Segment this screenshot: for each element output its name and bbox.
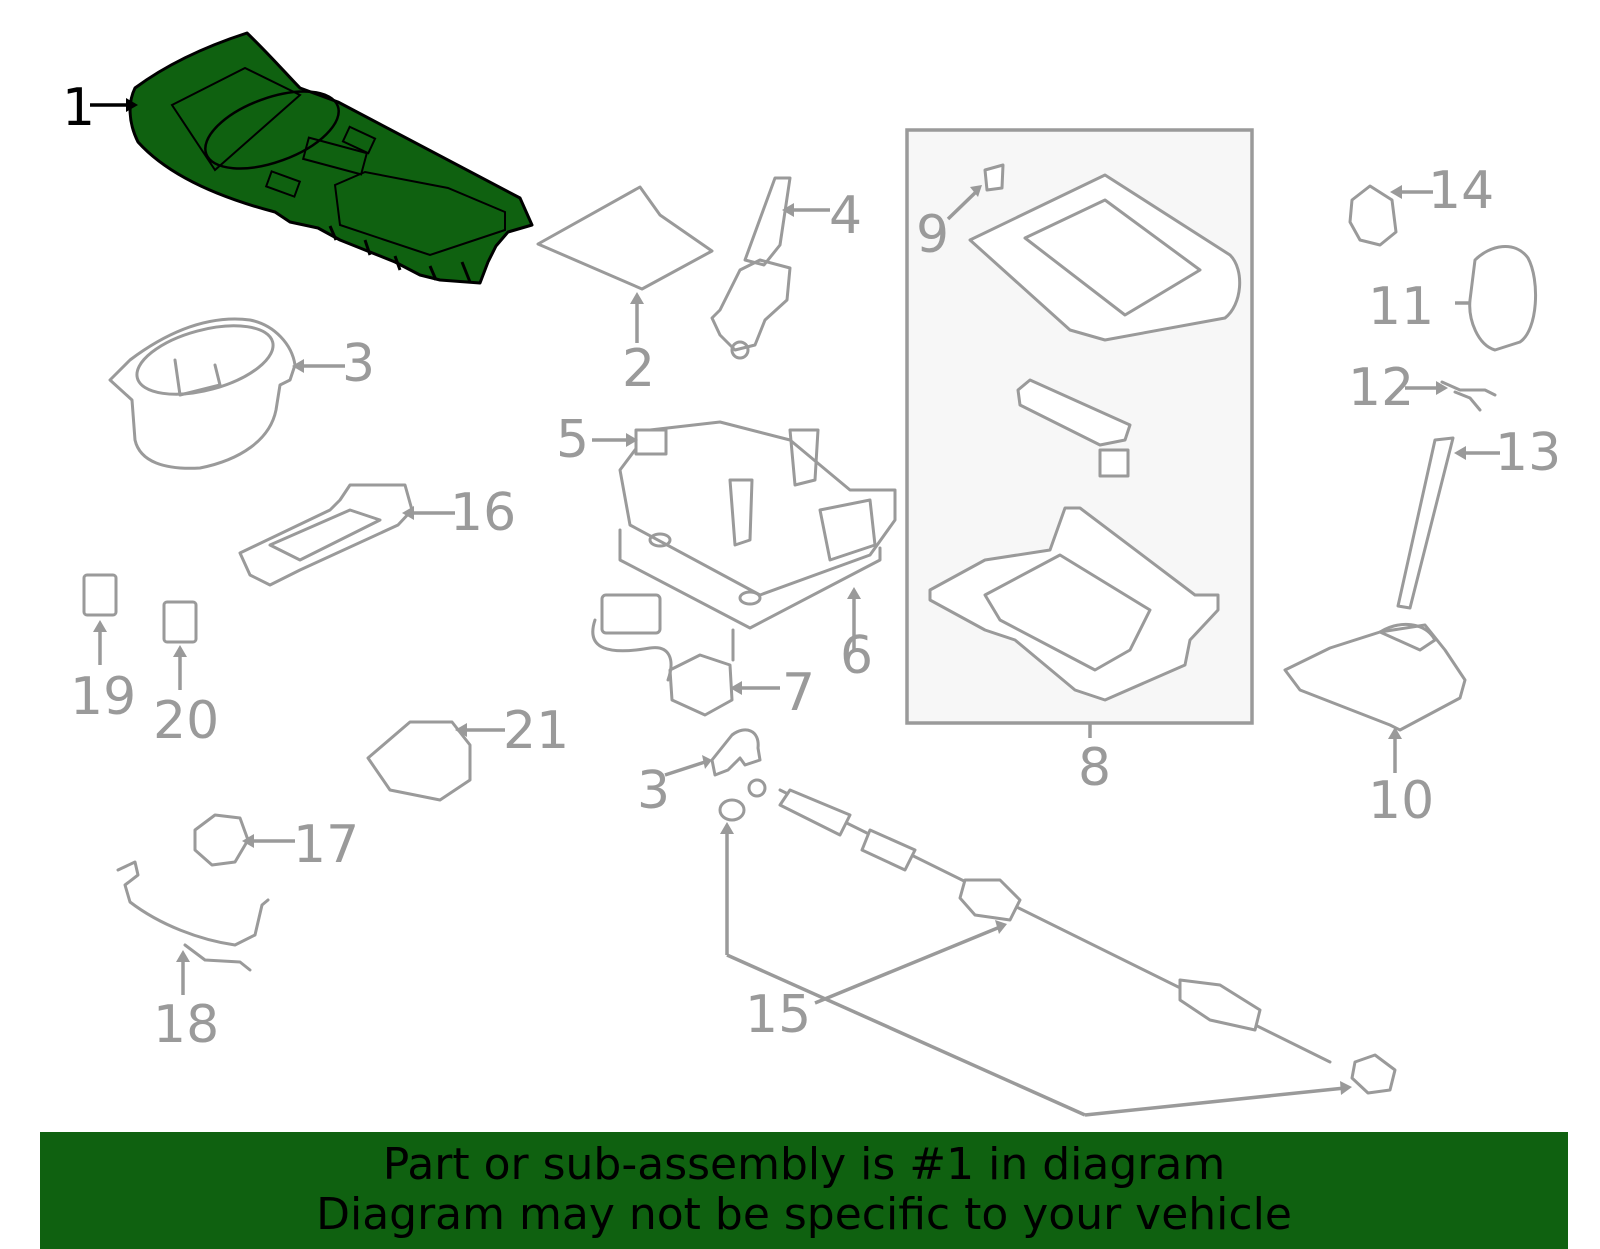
callout-10: 10	[1368, 771, 1434, 831]
part-14-button[interactable]	[1348, 184, 1433, 247]
callout-7: 7	[782, 663, 815, 723]
part-19-switch[interactable]	[82, 573, 118, 665]
callout-6: 6	[840, 626, 873, 686]
callout-20: 20	[153, 691, 219, 751]
part-21-module[interactable]	[366, 720, 505, 802]
part-15-cable[interactable]	[718, 778, 1397, 1117]
part-2-mat[interactable]	[536, 185, 714, 343]
callout-4: 4	[829, 186, 862, 246]
part-1-arrowhead	[126, 98, 138, 112]
part-20-switch[interactable]	[162, 600, 198, 690]
part-1-console-panel[interactable]	[128, 31, 534, 285]
callout-3-cup-holder: 3	[342, 334, 375, 394]
part-12-spring-clip[interactable]	[1405, 380, 1497, 412]
callout-11: 11	[1368, 277, 1434, 337]
callout-1: 1	[62, 78, 95, 138]
callout-5: 5	[556, 410, 589, 470]
part-4-shift-lever[interactable]	[710, 176, 830, 360]
part-10-boot[interactable]	[1283, 622, 1467, 773]
callout-2: 2	[622, 339, 655, 399]
part-3-clip[interactable]	[664, 728, 762, 777]
part-13-rod[interactable]	[1396, 436, 1500, 610]
callout-21: 21	[503, 701, 569, 761]
callout-13: 13	[1495, 423, 1561, 483]
callout-18: 18	[153, 995, 219, 1055]
part-16-bracket[interactable]	[238, 483, 455, 587]
banner-line-2: Diagram may not be specific to your vehi…	[316, 1189, 1292, 1240]
callout-3-clip: 3	[637, 761, 670, 821]
callout-17: 17	[293, 815, 359, 875]
callout-8: 8	[1078, 738, 1111, 798]
callout-12: 12	[1348, 358, 1414, 418]
callout-19: 19	[70, 667, 136, 727]
part-3-cup-holder[interactable]	[108, 313, 345, 470]
part-17-sensor[interactable]	[193, 813, 295, 867]
callout-16: 16	[450, 483, 516, 543]
part-18-harness[interactable]	[116, 860, 270, 995]
callout-9: 9	[916, 205, 949, 265]
info-banner: Part or sub-assembly is #1 in diagram Di…	[40, 1132, 1568, 1249]
part-11-knob[interactable]	[1455, 244, 1538, 352]
part-6-shifter-base[interactable]	[592, 420, 897, 650]
callout-15: 15	[745, 985, 811, 1045]
callout-14: 14	[1428, 161, 1494, 221]
part-7-solenoid[interactable]	[591, 593, 780, 717]
banner-line-1: Part or sub-assembly is #1 in diagram	[382, 1139, 1226, 1190]
part-8-kit[interactable]	[905, 128, 1254, 738]
